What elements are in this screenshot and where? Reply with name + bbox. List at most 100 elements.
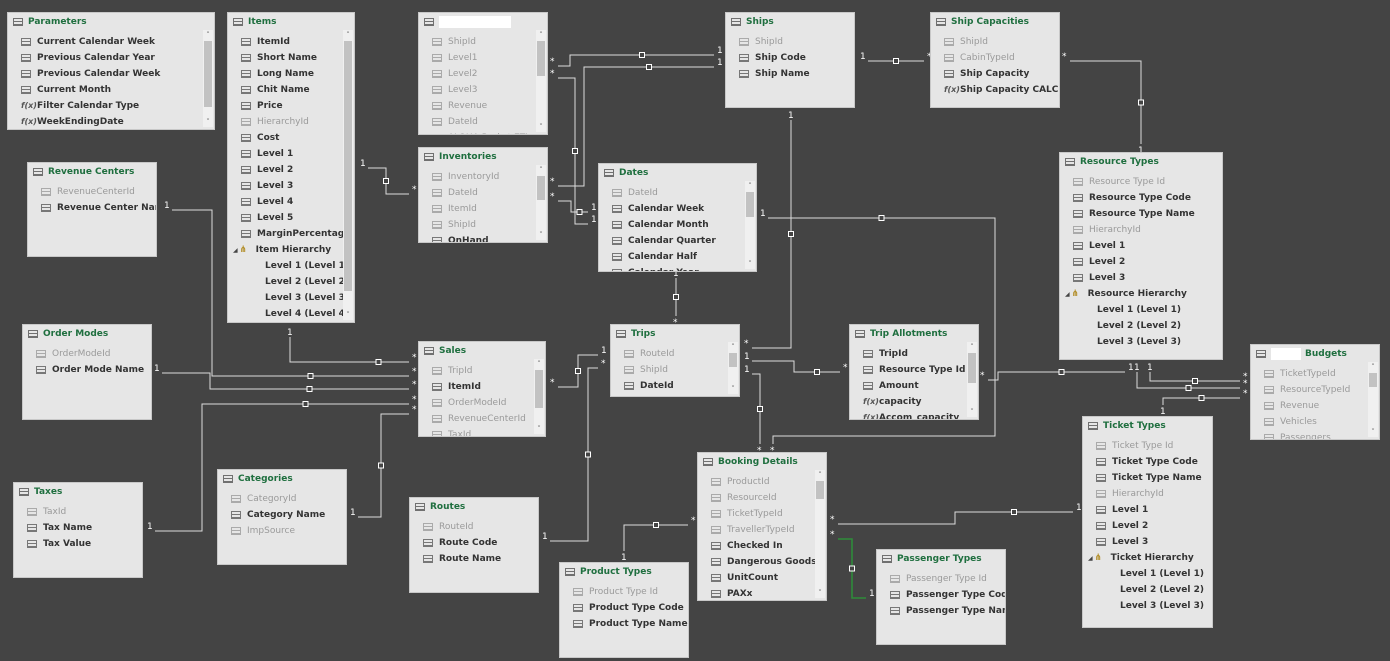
relationship-path[interactable]: [838, 511, 1073, 525]
table-header[interactable]: Ticket Types: [1083, 417, 1212, 434]
field-level-1-level-1[interactable]: Level 1 (Level 1): [1060, 302, 1222, 318]
field-shipid[interactable]: ShipId: [611, 362, 739, 378]
scrollbar[interactable]: ˄˅: [343, 30, 353, 320]
field-product-type-id[interactable]: Product Type Id: [560, 584, 688, 600]
field-level-3-level-3[interactable]: Level 3 (Level 3): [228, 290, 354, 306]
scroll-thumb[interactable]: [968, 353, 976, 383]
relationship-path[interactable]: [988, 371, 1125, 381]
field-revenue[interactable]: Revenue: [419, 98, 547, 114]
field-tripid[interactable]: TripId: [419, 363, 545, 379]
field-dateid[interactable]: DateId: [599, 185, 756, 201]
table-header[interactable]: Inventories: [419, 148, 547, 165]
field-vehicles[interactable]: Vehicles: [1251, 414, 1379, 430]
field-inventoryid[interactable]: InventoryId: [419, 169, 547, 185]
field-dateid[interactable]: DateId: [419, 114, 547, 130]
table-header[interactable]: Sales: [419, 342, 545, 359]
rel-resourcetypes-bookingdetails[interactable]: 1*: [1134, 363, 1248, 391]
rel-trips-bookingdetails[interactable]: 1*: [744, 365, 763, 456]
scroll-up-icon[interactable]: ˄: [539, 31, 543, 39]
field-ordermodeid[interactable]: OrderModeId: [23, 346, 151, 362]
field-price[interactable]: Price: [228, 98, 354, 114]
field-level-1-level-1[interactable]: Level 1 (Level 1): [1083, 566, 1212, 582]
field-tickettypeid[interactable]: TicketTypeId: [698, 506, 826, 522]
rel-sales-trips[interactable]: *1: [550, 346, 607, 388]
field-level1[interactable]: Level1: [419, 50, 547, 66]
scroll-thumb[interactable]: [344, 41, 352, 291]
field-passenger-type-name[interactable]: Passenger Type Name: [877, 603, 1005, 619]
field-tax-name[interactable]: Tax Name: [14, 520, 142, 536]
rel-ordermodes-sales[interactable]: 1*: [154, 364, 417, 392]
field-level-4-level-4[interactable]: Level 4 (Level 4): [228, 306, 354, 322]
scrollbar[interactable]: ˄˅: [728, 342, 738, 394]
field-revenue[interactable]: Revenue: [1251, 398, 1379, 414]
scroll-up-icon[interactable]: ˄: [537, 360, 541, 368]
table-header[interactable]: Items: [228, 13, 354, 30]
field-previous-calendar-year[interactable]: Previous Calendar Year: [8, 50, 214, 66]
field-short-name[interactable]: Short Name: [228, 50, 354, 66]
field-shipid[interactable]: ShipId: [931, 34, 1059, 50]
scrollbar[interactable]: ˄˅: [536, 165, 546, 240]
field-order-mode-name[interactable]: Order Mode Name: [23, 362, 151, 378]
field-weekendingdate[interactable]: f(x)WeekEndingDate: [8, 114, 214, 129]
field-cost[interactable]: Cost: [228, 130, 354, 146]
field-over-night-crossing[interactable]: Over Night Crossing: [611, 394, 739, 396]
field-resource-hierarchy[interactable]: ◢⋔Resource Hierarchy: [1060, 286, 1222, 302]
rel-resourcetypes-budgets[interactable]: 1*: [1147, 363, 1248, 384]
table-header[interactable]: Ships: [726, 13, 854, 30]
field-routeid[interactable]: RouteId: [611, 346, 739, 362]
scroll-down-icon[interactable]: ˅: [970, 408, 974, 416]
scroll-down-icon[interactable]: ˅: [539, 231, 543, 239]
relationship-path[interactable]: [752, 373, 761, 444]
relationship-path[interactable]: [558, 54, 714, 67]
field-level-1[interactable]: Level 1: [1083, 502, 1212, 518]
scrollbar[interactable]: ˄˅: [536, 30, 546, 132]
field-level-3-level-3[interactable]: Level 3 (Level 3): [1060, 334, 1222, 350]
field-route-name[interactable]: Route Name: [410, 551, 538, 567]
collapse-arrow-icon[interactable]: ◢: [1088, 554, 1093, 562]
scroll-thumb[interactable]: [537, 176, 545, 200]
field-level-2[interactable]: Level 2: [1060, 254, 1222, 270]
field-level-1[interactable]: Level 1: [228, 146, 354, 162]
table-header[interactable]: Revenue Centers: [28, 163, 156, 180]
field-level-3[interactable]: Level 3: [228, 178, 354, 194]
scroll-down-icon[interactable]: ˅: [346, 311, 350, 319]
table-header[interactable]: Dates: [599, 164, 756, 181]
rel-producttypes-bookingdetails[interactable]: 1*: [621, 516, 696, 563]
field-current-month[interactable]: Current Month: [8, 82, 214, 98]
scroll-thumb[interactable]: [729, 353, 737, 367]
scrollbar[interactable]: ˄˅: [534, 359, 544, 434]
rel-items-sales[interactable]: 1*: [287, 328, 417, 365]
table-header[interactable]: Resource Types: [1060, 153, 1222, 170]
field-previous-calendar-week[interactable]: Previous Calendar Week: [8, 66, 214, 82]
field-hierarchyid[interactable]: HierarchyId: [1060, 222, 1222, 238]
field-ship-capacity-calc[interactable]: f(x)Ship Capacity CALC: [931, 82, 1059, 98]
field-tickettypeid[interactable]: TicketTypeId: [1251, 366, 1379, 382]
field-onhand[interactable]: OnHand: [419, 233, 547, 242]
relationship-path[interactable]: [768, 217, 996, 444]
field-shipid[interactable]: ShipId: [419, 34, 547, 50]
relationship-path[interactable]: [1162, 397, 1240, 405]
field-ticket-type-name[interactable]: Ticket Type Name: [1083, 470, 1212, 486]
scrollbar[interactable]: ˄˅: [745, 181, 755, 269]
relationship-path[interactable]: [289, 337, 409, 363]
field-cabintypeid[interactable]: CabinTypeId: [931, 50, 1059, 66]
field-productid[interactable]: ProductId: [698, 474, 826, 490]
field-level2[interactable]: Level2: [419, 66, 547, 82]
field-travellertypeid[interactable]: TravellerTypeId: [698, 522, 826, 538]
table-header[interactable]: Parameters: [8, 13, 214, 30]
rel-dates-trips[interactable]: 1*: [673, 269, 679, 328]
field-impsource[interactable]: ImpSource: [218, 523, 346, 539]
table-header[interactable]: Routes: [410, 498, 538, 515]
field-ship-name[interactable]: Ship Name: [726, 66, 854, 82]
rel-ships-trips[interactable]: 1*: [744, 111, 794, 349]
field-hierarchyid[interactable]: HierarchyId: [1083, 486, 1212, 502]
